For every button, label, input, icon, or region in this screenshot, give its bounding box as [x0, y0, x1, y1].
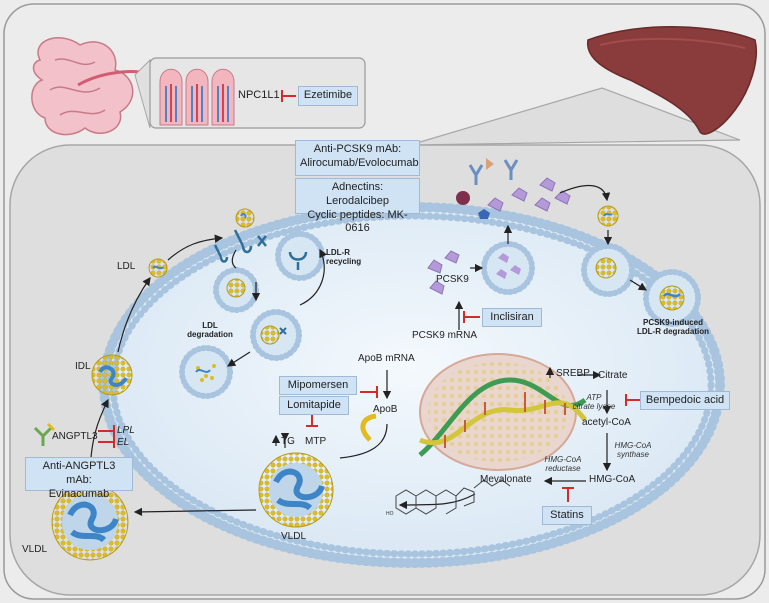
- antibody-icons: [468, 159, 519, 185]
- liver-icon: [587, 26, 757, 135]
- acetyl-coa-label: acetyl-CoA: [582, 417, 631, 428]
- vldl-center-label: VLDL: [281, 531, 307, 542]
- npc1l1-label: NPC1L1: [238, 89, 280, 101]
- angptl3-antibody-icon: [33, 426, 53, 446]
- intestine-icon: [31, 37, 141, 136]
- tg-label: TG: [281, 436, 295, 447]
- apob-protein-icon: [360, 413, 377, 442]
- adnectins-line: Adnectins: Lerodalcibep: [326, 181, 389, 207]
- adnectins-box: Adnectins: Lerodalcibep Cyclic peptides:…: [295, 178, 420, 234]
- hmg-coa-synthase-label: HMG-CoA synthase: [614, 441, 652, 460]
- svg-text:HO: HO: [386, 511, 394, 517]
- ldl-label: LDL: [117, 261, 136, 272]
- hmg-coa-label: HMG-CoA: [589, 474, 636, 485]
- lomitapide-box: Lomitapide: [279, 396, 349, 415]
- villi-icon: [159, 68, 235, 126]
- ldl-degradation-label: LDL degradation: [187, 321, 233, 340]
- angptl3-label: ANGPTL3: [52, 431, 98, 442]
- bempedoic-acid-box: Bempedoic acid: [640, 391, 730, 410]
- mipomersen-box: Mipomersen: [279, 376, 357, 395]
- outer-frame: [3, 3, 766, 600]
- recycling-endosome: [275, 231, 325, 281]
- hmg-coa-reductase-label: HMG-CoA reductase: [544, 455, 582, 474]
- atp-citrate-lyase-label: ATP citrate lyase: [572, 393, 616, 412]
- pcsk9-mrna-label: PCSK9 mRNA: [412, 330, 478, 341]
- pcsk9-label: PCSK9: [436, 274, 469, 285]
- anti-angptl3-box: Anti-ANGPTL3 mAb: Evinacumab: [25, 457, 133, 500]
- anti-pcsk9-box: Anti-PCSK9 mAb: Alirocumab/Evolocumab: [295, 140, 420, 176]
- anti-pcsk9-line2: Alirocumab/Evolocumab: [300, 156, 419, 169]
- dna-helix-icon: [418, 377, 588, 457]
- cholesterol-structure-icon: [395, 479, 511, 515]
- idl-label: IDL: [75, 361, 91, 372]
- vldl-left-label: VLDL: [22, 544, 48, 555]
- ezetimibe-box: Ezetimibe: [298, 86, 358, 106]
- apob-mrna-label: ApoB mRNA: [358, 353, 415, 364]
- pcsk9-induced-label: PCSK9-induced LDL-R degradation: [637, 318, 709, 337]
- zoom-wedge: [409, 87, 741, 146]
- pcsk9-vesicle: [481, 241, 535, 295]
- anti-pcsk9-line1: Anti-PCSK9 mAb:: [313, 143, 402, 155]
- lpl-label: LPL: [117, 425, 135, 436]
- inclisiran-box: Inclisiran: [482, 308, 542, 327]
- apob-label: ApoB: [373, 404, 398, 415]
- srebp-label: SREBP: [556, 368, 590, 379]
- cyclic-line: Cyclic peptides: MK-0616: [307, 208, 408, 235]
- mevalonate-label: Mevalonate: [480, 474, 532, 485]
- ldlr-recycling-label: LDL-R recycling: [326, 248, 362, 267]
- pcsk9-cluster-icon: [427, 177, 571, 295]
- mtp-label: MTP: [305, 436, 327, 447]
- statins-box: Statins: [542, 506, 592, 525]
- el-label: EL: [117, 437, 130, 448]
- citrate-label: Citrate: [598, 370, 628, 381]
